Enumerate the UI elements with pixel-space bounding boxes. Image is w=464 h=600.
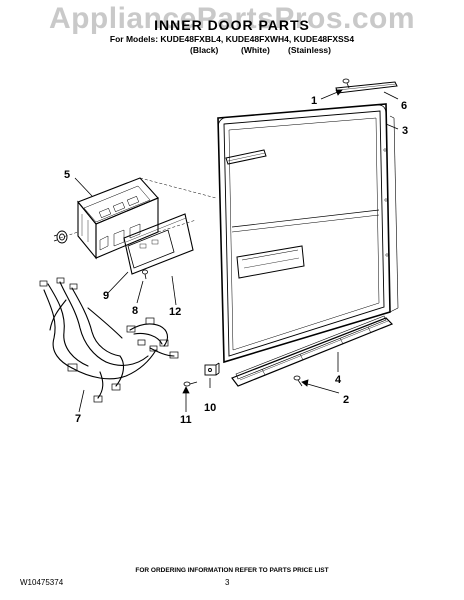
inner-door-panel <box>217 103 399 364</box>
wire-harness <box>39 277 179 403</box>
leader-lines <box>74 89 399 413</box>
callout-11: 11 <box>180 414 192 426</box>
console-screw <box>142 269 148 280</box>
callout-7: 7 <box>75 413 81 425</box>
page-title: INNER DOOR PARTS <box>154 17 310 33</box>
variant-white: (White) <box>241 45 270 55</box>
callout-4: 4 <box>335 374 342 386</box>
callout-1: 1 <box>311 95 317 107</box>
bracket <box>204 362 220 376</box>
bottom-screw <box>293 375 303 387</box>
callout-12: 12 <box>169 306 181 318</box>
circuit-board <box>127 229 175 269</box>
top-trim-strip <box>335 81 398 94</box>
ordering-note: FOR ORDERING INFORMATION REFER TO PARTS … <box>135 567 329 574</box>
knob <box>53 230 68 244</box>
bottom-trim-strip <box>231 315 394 387</box>
callout-3: 3 <box>402 125 408 137</box>
top-screw <box>342 78 350 89</box>
callout-6: 6 <box>401 100 407 112</box>
bracket-screw <box>183 381 198 387</box>
cover-plate <box>123 213 194 275</box>
callout-5: 5 <box>64 169 70 181</box>
callout-numbers: 1 2 3 4 5 6 7 8 9 10 11 12 <box>64 95 408 426</box>
callout-9: 9 <box>103 290 109 302</box>
vent-strip <box>225 149 267 165</box>
callout-2: 2 <box>343 394 349 406</box>
callout-10: 10 <box>204 402 216 414</box>
variant-stainless: (Stainless) <box>288 45 331 55</box>
page-number: 3 <box>225 578 230 587</box>
callout-8: 8 <box>132 305 138 317</box>
watermark: AppliancePartsPros.com <box>48 2 416 35</box>
models-line: For Models: KUDE48FXBL4, KUDE48FXWH4, KU… <box>109 34 355 44</box>
variant-black: (Black) <box>190 45 219 55</box>
document-number: W10475374 <box>20 578 64 587</box>
control-console <box>59 177 217 260</box>
